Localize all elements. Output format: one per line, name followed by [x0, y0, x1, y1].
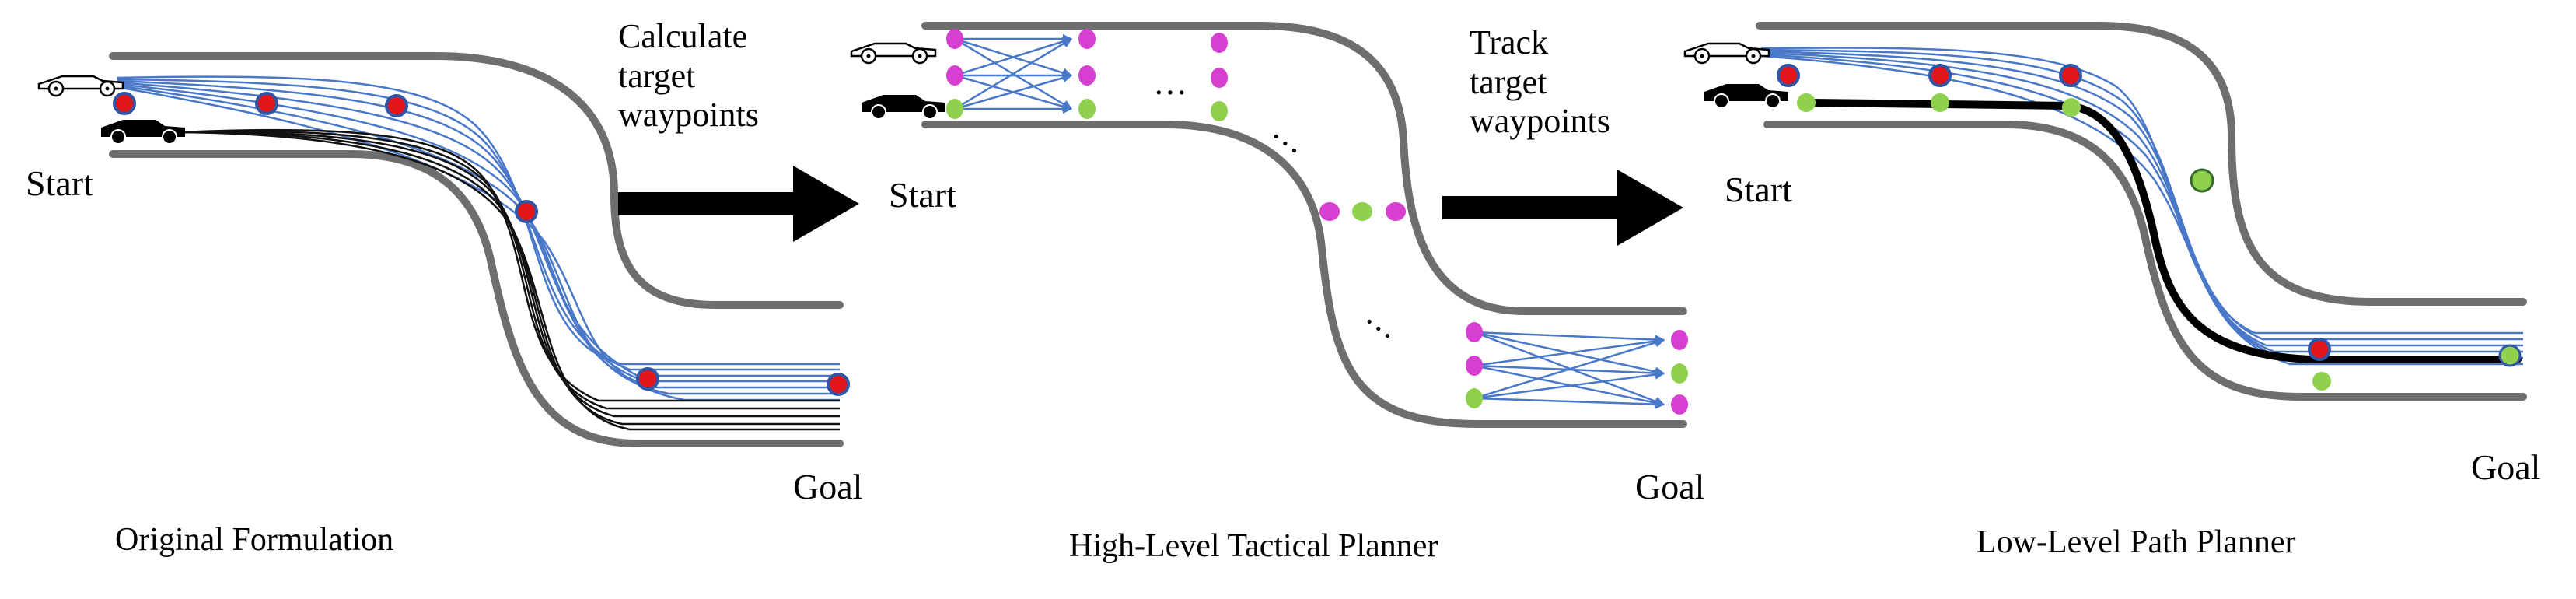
waypoint [2059, 64, 2082, 87]
track-inner-boundary [1763, 121, 2527, 401]
waypoints-red [1777, 64, 2331, 361]
lattice-node [946, 29, 963, 49]
waypoints-green [1797, 93, 2522, 391]
race-car-white-icon [37, 75, 124, 97]
track-outer-boundary [109, 52, 844, 309]
panel-high-level [850, 22, 1688, 428]
lattice-node [1466, 388, 1483, 408]
waypoint [827, 373, 850, 396]
waypoint [255, 92, 278, 115]
caption-original: Original Formulation [115, 522, 394, 558]
lattice-start-edges [954, 33, 1073, 114]
lattice-node [1078, 29, 1096, 49]
track-outer-boundary [1756, 22, 2527, 306]
lattice-node [1352, 202, 1372, 221]
process-arrow-2 [1442, 170, 1683, 246]
start-label-low-level: Start [1725, 170, 1792, 209]
process-arrow-1 [618, 166, 859, 242]
lattice-node [1466, 356, 1483, 376]
caption-low-level: Low-Level Path Planner [1977, 524, 2296, 560]
target-waypoint [2498, 344, 2522, 367]
lattice-node [1078, 99, 1096, 119]
race-car-white-icon [1683, 42, 1770, 65]
waypoint [1928, 64, 1952, 87]
waypoint [1777, 64, 1800, 87]
lattice-node [1671, 394, 1688, 415]
target-waypoint [2190, 168, 2214, 193]
candidate-paths-blue [1760, 47, 2523, 366]
lattice-goal-nodes [1466, 322, 1688, 415]
ellipsis-horizontal: … [1153, 64, 1187, 102]
lattice-start-nodes [946, 29, 1228, 121]
race-car-black-icon [1704, 84, 1788, 109]
lattice-node [1078, 65, 1096, 86]
chosen-path [1808, 99, 2522, 363]
lattice-middle-nodes [1319, 202, 1406, 221]
waypoint [636, 367, 659, 391]
lattice-node [1211, 33, 1228, 53]
race-car-white-icon [850, 42, 937, 65]
start-label-high-level: Start [889, 175, 956, 215]
lattice-goal-edges [1473, 331, 1665, 409]
waypoint [515, 200, 538, 223]
track-outer-boundary [921, 22, 1687, 315]
track-inner-boundary [921, 121, 1687, 428]
candidate-paths-black [178, 128, 840, 431]
panel-original [37, 52, 850, 447]
lattice-node [1386, 202, 1406, 221]
lattice-node [946, 99, 963, 119]
waypoint [385, 94, 408, 117]
lattice-node [1211, 68, 1228, 88]
waypoints-red [113, 92, 850, 396]
lattice-node [1671, 363, 1688, 384]
panel-low-level [1683, 22, 2527, 401]
lattice-node [1466, 322, 1483, 342]
race-car-black-icon [101, 120, 185, 145]
caption-high-level: High-Level Tactical Planner [1069, 528, 1438, 564]
goal-label-original: Goal [793, 467, 863, 506]
target-waypoint [2312, 372, 2331, 391]
target-waypoint [2062, 98, 2081, 117]
goal-label-high-level: Goal [1635, 467, 1705, 506]
arrow-label-calculate: Calculate target waypoints [618, 17, 759, 135]
lattice-node [1319, 202, 1340, 221]
waypoint [113, 92, 136, 115]
arrow-label-track: Track target waypoints [1470, 23, 1610, 141]
waypoint [2308, 338, 2331, 361]
track-inner-boundary [109, 150, 844, 447]
target-waypoint [1797, 93, 1816, 112]
start-label-original: Start [26, 163, 93, 203]
race-car-black-icon [862, 95, 945, 120]
lattice-node [1211, 101, 1228, 121]
goal-label-low-level: Goal [2471, 447, 2541, 487]
lattice-node [1671, 330, 1688, 350]
target-waypoint [1931, 93, 1949, 112]
lattice-node [946, 65, 963, 86]
